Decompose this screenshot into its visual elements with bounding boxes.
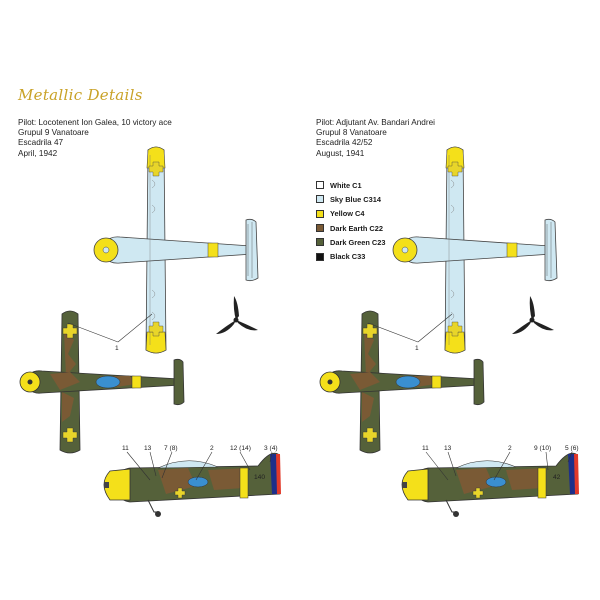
legend-label: Black C33 [330,252,366,262]
callout-label: 11 [122,445,129,452]
callout-leaders [67,313,573,481]
legend-label: Sky Blue C314 [330,194,381,204]
callout-label: 9 (10) [534,445,551,452]
callout-label: 13 [144,445,152,452]
legend-item-yellow: Yellow C4 [316,207,385,221]
color-legend: White C1 Sky Blue C314 Yellow C4 Dark Ea… [316,178,385,264]
callout-label: 11 [422,445,429,452]
legend-label: White C1 [330,180,362,190]
legend-item-dark-green: Dark Green C23 [316,235,385,249]
squadron-text: Escadrila 47 [18,138,64,148]
callout-label: 1 [115,345,119,352]
callout-label: 2 [210,445,214,452]
left-side-view [103,452,282,518]
callout-label: 3 (4) [264,445,278,452]
group-text: Grupul 8 Vanatoare [316,128,387,138]
pilot-text: Pilot: Adjutant Av. Bandari Andrei [316,118,435,127]
legend-item-white: White C1 [316,178,385,192]
legend-label: Dark Earth C22 [330,223,383,233]
legend-label: Yellow C4 [330,209,365,219]
right-side-view [401,452,580,518]
callout-label: 13 [444,445,452,452]
legend-item-sky-blue: Sky Blue C314 [316,192,385,206]
callout-label: 2 [508,445,512,452]
fuselage-code: 42 [553,474,561,481]
callout-label: 5 (6) [565,445,579,452]
legend-swatch [316,252,324,261]
right-aircraft-info: Pilot: Adjutant Av. Bandari Andrei Grupu… [316,118,435,159]
legend-swatch [316,195,324,204]
callout-label: 12 (14) [230,445,251,452]
date-text: April, 1942 [18,148,58,158]
pilot-text: Pilot: Locotenent Ion Galea, 10 victory … [18,118,172,127]
left-aircraft-info: Pilot: Locotenent Ion Galea, 10 victory … [18,118,172,159]
group-text: Grupul 9 Vanatoare [18,128,89,138]
left-propeller [216,296,258,334]
legend-swatch [316,181,324,190]
brand-logo: Metallic Details [18,86,143,104]
legend-swatch [316,209,324,218]
legend-item-black: Black C33 [316,249,385,263]
legend-item-dark-earth: Dark Earth C22 [316,221,385,235]
legend-swatch [316,238,324,247]
legend-swatch [316,224,324,233]
squadron-text: Escadrila 42/52 [316,138,373,148]
callout-label: 1 [415,345,419,352]
right-propeller [512,296,554,334]
fuselage-code: 140 [254,474,265,481]
legend-label: Dark Green C23 [330,237,386,247]
date-text: August, 1941 [316,148,365,158]
callout-label: 7 (8) [164,445,178,452]
